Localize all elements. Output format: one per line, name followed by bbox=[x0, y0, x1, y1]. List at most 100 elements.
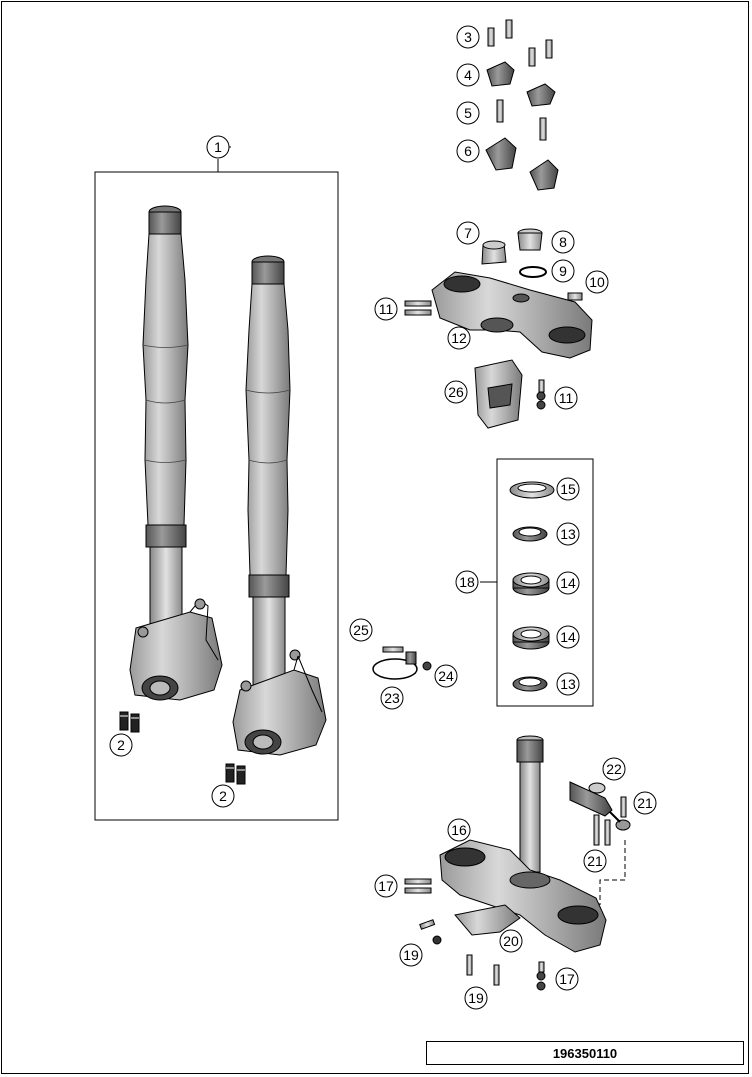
damper-bolt-right bbox=[620, 796, 627, 818]
callout-17a: 17 bbox=[374, 874, 398, 898]
svg-text:7: 7 bbox=[464, 225, 472, 241]
svg-text:17: 17 bbox=[378, 878, 394, 894]
svg-text:6: 6 bbox=[464, 143, 472, 159]
clamp-nut bbox=[422, 661, 432, 671]
clamp-screws-lower bbox=[496, 99, 547, 141]
callout-21b: 21 bbox=[583, 849, 607, 873]
damper-bolt-left bbox=[593, 814, 600, 846]
callout-23: 23 bbox=[380, 686, 404, 710]
svg-text:16: 16 bbox=[451, 822, 467, 838]
steering-damper bbox=[569, 781, 631, 831]
callout-21a: 21 bbox=[633, 791, 657, 815]
callout-8: 8 bbox=[551, 230, 575, 254]
fork-leg-right bbox=[232, 255, 327, 756]
svg-text:11: 11 bbox=[559, 390, 574, 406]
svg-text:3: 3 bbox=[464, 29, 472, 45]
svg-text:13: 13 bbox=[560, 676, 576, 692]
washer bbox=[519, 266, 547, 278]
bracket-screws bbox=[419, 919, 500, 986]
drawing-number: 196350110 bbox=[552, 1045, 618, 1061]
svg-text:2: 2 bbox=[117, 737, 125, 753]
svg-text:20: 20 bbox=[503, 933, 519, 949]
svg-text:19: 19 bbox=[468, 990, 484, 1006]
callout-6: 6 bbox=[456, 139, 480, 163]
svg-text:14: 14 bbox=[560, 629, 576, 645]
callout-18: 18 bbox=[455, 570, 479, 594]
svg-text:1: 1 bbox=[214, 139, 222, 155]
svg-text:11: 11 bbox=[379, 301, 394, 317]
callout-14a: 14 bbox=[556, 571, 580, 595]
bearing-lower bbox=[512, 626, 550, 650]
damper-bolt-mid bbox=[604, 819, 611, 846]
callout-24: 24 bbox=[434, 664, 458, 688]
svg-text:14: 14 bbox=[560, 575, 576, 591]
svg-text:25: 25 bbox=[353, 622, 369, 638]
clamp-screws-upper bbox=[487, 19, 553, 67]
bleeder-screws-left bbox=[119, 711, 140, 733]
callout-7: 7 bbox=[456, 221, 480, 245]
svg-text:15: 15 bbox=[560, 481, 576, 497]
svg-text:23: 23 bbox=[384, 690, 400, 706]
callout-10: 10 bbox=[585, 270, 609, 294]
bleeder-screws-right bbox=[225, 763, 246, 785]
seal-ring-lower bbox=[512, 676, 548, 692]
svg-text:21: 21 bbox=[637, 795, 653, 811]
clamp-screw bbox=[382, 646, 404, 653]
upper-triple-clamp bbox=[431, 271, 593, 359]
callout-11a: 11 bbox=[374, 297, 398, 321]
callout-13a: 13 bbox=[556, 522, 580, 546]
svg-text:24: 24 bbox=[438, 668, 454, 684]
damper-nut-washers bbox=[536, 961, 546, 991]
callout-11b: 11 bbox=[554, 386, 578, 410]
svg-text:10: 10 bbox=[589, 274, 605, 290]
assembly-line bbox=[599, 840, 626, 905]
svg-text:9: 9 bbox=[559, 263, 567, 279]
cap bbox=[517, 228, 543, 251]
callout-20: 20 bbox=[499, 929, 523, 953]
steering-nut bbox=[481, 240, 507, 265]
fork-leg-left bbox=[129, 205, 223, 701]
svg-text:22: 22 bbox=[606, 761, 622, 777]
callout-2b: 2 bbox=[211, 784, 235, 808]
svg-text:26: 26 bbox=[448, 384, 464, 400]
svg-text:18: 18 bbox=[459, 574, 475, 590]
drawing-number-box: 196350110 bbox=[426, 1041, 744, 1065]
callout-17b: 17 bbox=[555, 967, 579, 991]
svg-text:12: 12 bbox=[451, 330, 467, 346]
svg-text:2: 2 bbox=[219, 788, 227, 804]
callout-19a: 19 bbox=[399, 943, 423, 967]
callout-25: 25 bbox=[349, 618, 373, 642]
bracket-plate bbox=[454, 904, 521, 936]
callout-4: 4 bbox=[456, 63, 480, 87]
steering-stem bbox=[516, 735, 544, 873]
callout-14b: 14 bbox=[556, 625, 580, 649]
svg-text:5: 5 bbox=[464, 105, 472, 121]
nut-washer-small bbox=[536, 379, 546, 410]
callout-9: 9 bbox=[551, 259, 575, 283]
svg-text:4: 4 bbox=[464, 67, 472, 83]
ignition-cover bbox=[474, 359, 523, 429]
callout-3: 3 bbox=[456, 25, 480, 49]
lower-clamps bbox=[485, 137, 559, 191]
callout-19b: 19 bbox=[464, 986, 488, 1010]
svg-text:17: 17 bbox=[559, 971, 575, 987]
callout-15: 15 bbox=[556, 477, 580, 501]
lower-triple-clamp bbox=[439, 839, 607, 953]
callout-12: 12 bbox=[447, 326, 471, 350]
fork-kit-box bbox=[94, 171, 339, 821]
hose-clamp bbox=[372, 651, 418, 680]
callout-5: 5 bbox=[456, 101, 480, 125]
bearing-upper bbox=[512, 572, 550, 596]
upper-clamps bbox=[486, 61, 556, 107]
clamp-bolts-upper bbox=[404, 300, 432, 316]
callout-2a: 2 bbox=[109, 733, 133, 757]
svg-text:8: 8 bbox=[559, 234, 567, 250]
callout-1: 1 bbox=[206, 135, 231, 159]
svg-text:21: 21 bbox=[587, 853, 603, 869]
svg-text:19: 19 bbox=[403, 947, 419, 963]
pinch-screw bbox=[567, 292, 583, 301]
dust-seal-upper bbox=[509, 481, 555, 499]
